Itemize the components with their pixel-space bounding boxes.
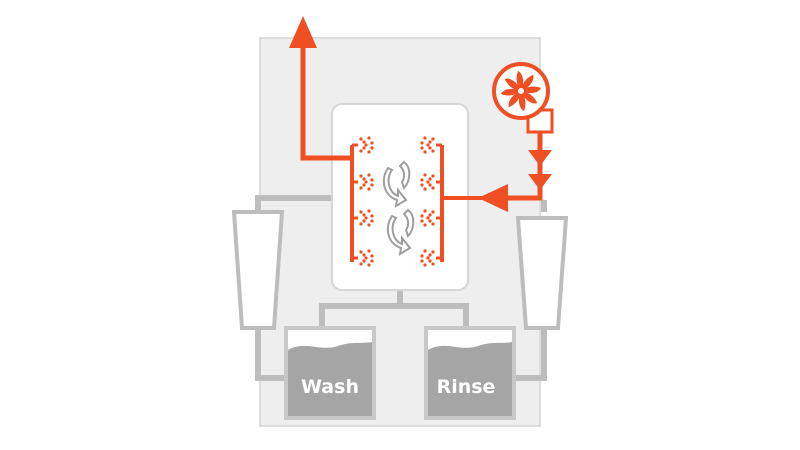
left-filter xyxy=(231,210,285,330)
exhaust-flow xyxy=(300,44,352,161)
air-left-arrow xyxy=(478,184,508,212)
air-down-arrow-2 xyxy=(528,174,552,190)
rinse-tank: Rinse xyxy=(424,326,516,420)
right-filter xyxy=(515,216,569,330)
spray-nozzle-icon xyxy=(420,209,442,227)
fan-blades xyxy=(501,71,541,111)
spray-nozzle-icon xyxy=(352,209,374,227)
spray-nozzle-icon xyxy=(420,173,442,191)
drain-piping xyxy=(255,195,547,381)
air-down-arrow xyxy=(528,150,552,166)
spray-nozzle-icon xyxy=(420,249,442,267)
wash-tank-label: Wash xyxy=(301,376,359,398)
spray-nozzles xyxy=(352,136,442,267)
exhaust-arrow xyxy=(289,16,317,48)
rinse-tank-label: Rinse xyxy=(437,376,496,398)
spray-nozzle-icon xyxy=(352,173,374,191)
rotation-arrows-icon xyxy=(382,160,415,256)
spray-nozzle-icon xyxy=(352,136,374,154)
wash-tank: Wash xyxy=(284,326,376,420)
spray-nozzle-icon xyxy=(352,249,374,267)
spray-nozzle-icon xyxy=(420,136,442,154)
